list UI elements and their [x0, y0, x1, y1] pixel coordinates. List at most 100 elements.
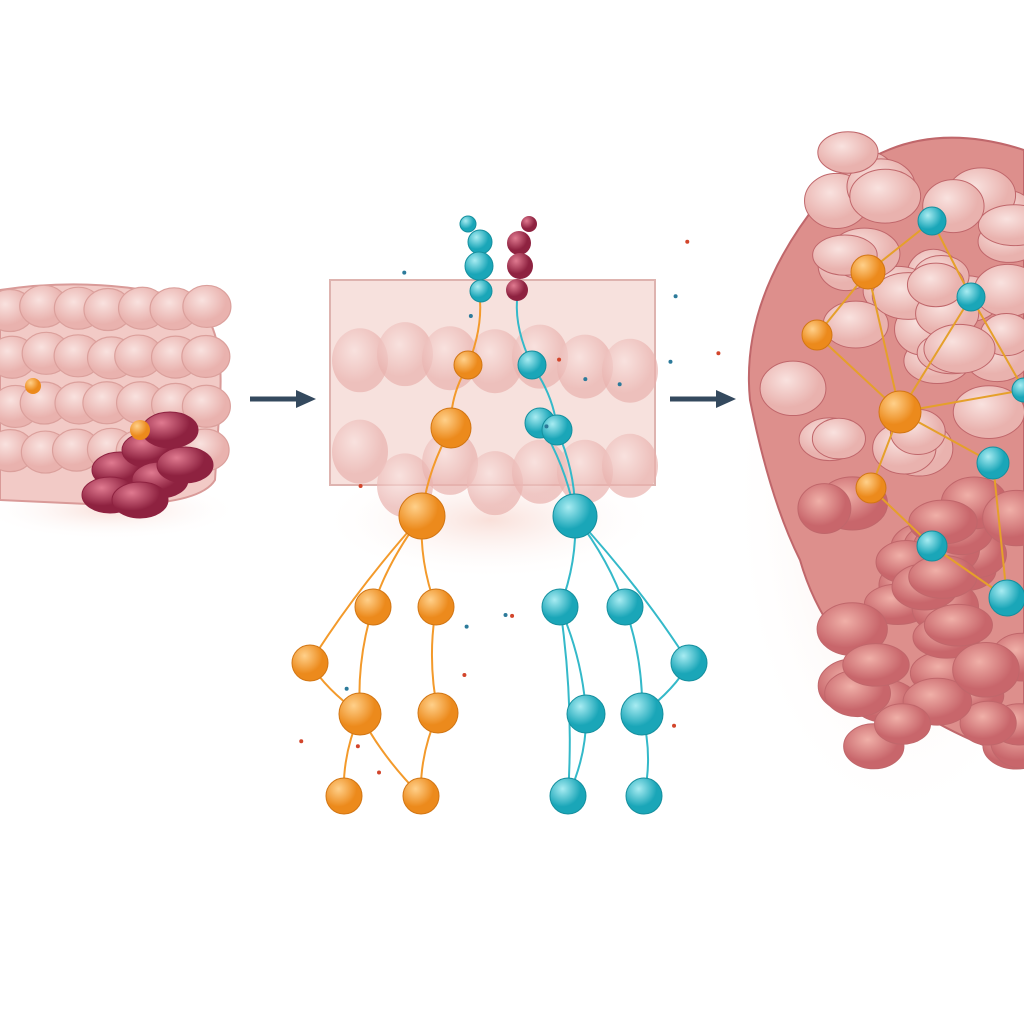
orange-node	[402, 777, 440, 815]
link	[574, 515, 690, 664]
orange-node	[850, 254, 886, 290]
healthy-tissue-block	[0, 283, 240, 540]
cyan-node	[541, 414, 573, 446]
cyan-node	[917, 206, 947, 236]
cell	[602, 338, 658, 403]
cell	[467, 451, 523, 516]
particle	[583, 377, 588, 382]
cell	[332, 328, 388, 393]
particle	[402, 270, 407, 275]
particle	[468, 314, 473, 319]
cell	[759, 360, 827, 417]
cyan-node	[620, 692, 664, 736]
cell	[181, 384, 231, 428]
cyan-node	[988, 579, 1024, 617]
cyan-node	[469, 279, 493, 303]
tumor-cell	[141, 411, 199, 449]
particle	[344, 686, 349, 691]
cyan-node	[956, 282, 986, 312]
orange-node	[354, 588, 392, 626]
cell	[923, 323, 996, 374]
link	[559, 606, 571, 797]
orange-node	[430, 407, 472, 449]
cell	[557, 439, 613, 504]
particle	[358, 483, 363, 488]
cell	[849, 168, 922, 224]
magenta-node	[506, 279, 528, 301]
link	[899, 296, 972, 413]
cyan-node	[625, 777, 663, 815]
cyan-node	[459, 215, 477, 233]
particle	[377, 770, 382, 775]
orange-node	[398, 492, 446, 540]
particle	[299, 739, 304, 744]
orange-node	[338, 692, 382, 736]
cyan-node	[976, 446, 1010, 480]
orange-cell	[130, 420, 150, 440]
link	[970, 296, 1024, 391]
particle	[685, 239, 690, 244]
cyan-node	[541, 588, 579, 626]
cell	[811, 417, 866, 460]
cell	[422, 430, 478, 495]
orange-node	[801, 319, 833, 351]
orange-node	[417, 588, 455, 626]
magenta-node	[507, 231, 531, 255]
arrow-right-icon	[250, 390, 316, 408]
cyan-node	[552, 493, 598, 539]
particle	[668, 359, 673, 364]
magenta-node	[507, 253, 533, 279]
tissue-barrier-with-cell-networks	[291, 215, 721, 815]
particle	[510, 613, 515, 618]
cell	[952, 642, 1020, 698]
arrow-right-icon	[670, 390, 736, 408]
orange-node	[325, 777, 363, 815]
cell	[923, 603, 993, 647]
cell	[467, 329, 523, 394]
particle	[617, 382, 622, 387]
cyan-node	[606, 588, 644, 626]
tumor-cell	[111, 481, 169, 519]
particle	[557, 357, 562, 362]
cell	[557, 334, 613, 399]
particle	[672, 723, 677, 728]
cell	[377, 322, 433, 387]
cyan-node	[566, 694, 606, 734]
cell	[908, 555, 978, 599]
particle	[355, 744, 360, 749]
particle	[544, 424, 549, 429]
cell	[977, 204, 1024, 247]
tumor-tissue-mass	[730, 131, 1024, 830]
cyan-node	[464, 251, 494, 281]
cell	[817, 131, 879, 174]
cell	[332, 419, 388, 484]
orange-node	[453, 350, 483, 380]
cell	[512, 439, 568, 504]
particle	[464, 624, 469, 629]
cell	[959, 700, 1017, 746]
cyan-node	[549, 777, 587, 815]
orange-node	[417, 692, 459, 734]
cell	[842, 643, 910, 687]
cell	[797, 483, 852, 534]
particle	[673, 294, 678, 299]
particle	[716, 351, 721, 356]
tumor-cell	[156, 446, 214, 484]
cyan-node	[1011, 377, 1024, 403]
cyan-node	[517, 350, 547, 380]
cell	[982, 489, 1024, 547]
orange-node	[291, 644, 329, 682]
link	[992, 462, 1008, 599]
orange-node	[855, 472, 887, 504]
magenta-node	[521, 216, 537, 232]
cell	[181, 334, 231, 379]
orange-cell	[25, 378, 41, 394]
cell	[182, 284, 232, 329]
cyan-node	[670, 644, 708, 682]
cyan-node	[916, 530, 948, 562]
orange-node	[878, 390, 922, 434]
particle	[462, 673, 467, 678]
cyan-node	[467, 229, 493, 255]
particle	[503, 613, 508, 618]
